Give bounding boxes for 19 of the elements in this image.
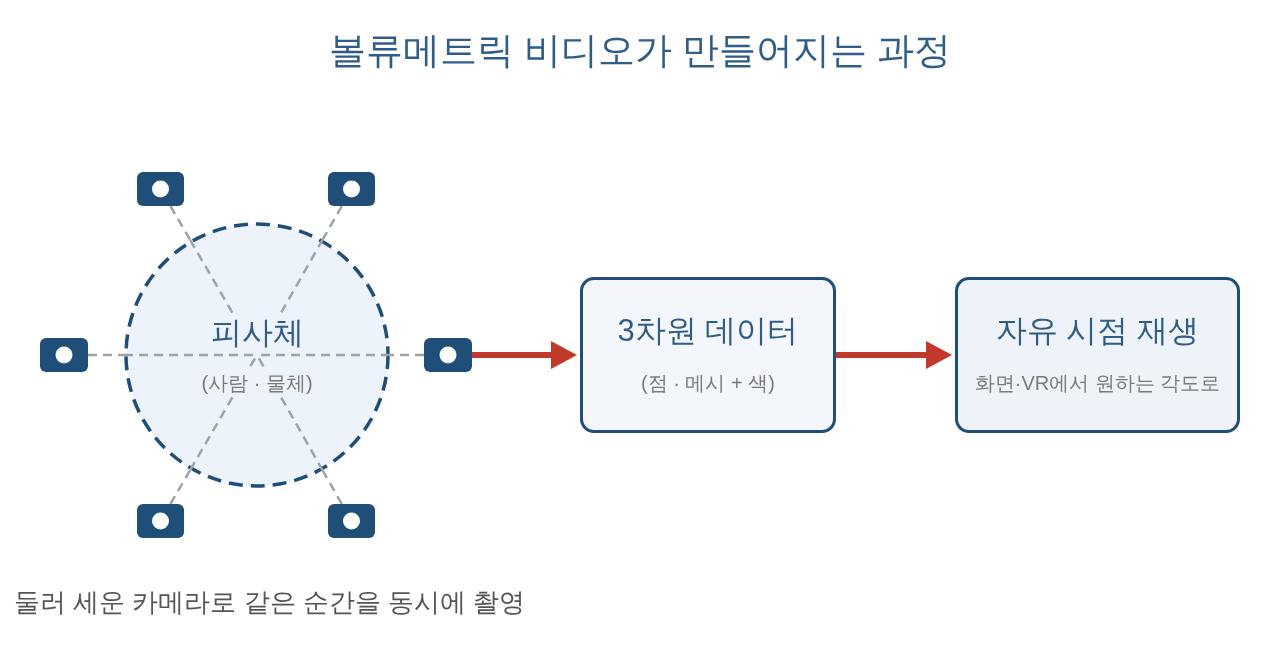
dashed-line: [88, 353, 124, 357]
process-box: [955, 277, 1240, 433]
camera-icon: [424, 338, 472, 372]
camera-icon: [137, 504, 184, 538]
camera-icon: [40, 338, 88, 372]
camera-icon: [137, 172, 184, 206]
dashed-line: [169, 205, 192, 241]
caption-text: 둘러 세운 카메라로 같은 순간을 동시에 촬영: [14, 586, 526, 619]
dashed-line: [169, 469, 192, 505]
title: 볼류메트릭 비디오가 만들어지는 과정: [327, 29, 953, 73]
process-box: [580, 277, 836, 433]
node-description: (사람 · 물체): [199, 370, 315, 396]
arrow: [836, 341, 952, 369]
camera-icon: [328, 504, 375, 538]
dashed-line: [390, 353, 424, 357]
arrow: [472, 341, 577, 369]
dashed-line: [321, 470, 343, 505]
dashed-line: [321, 205, 343, 240]
camera-icon: [328, 172, 375, 206]
